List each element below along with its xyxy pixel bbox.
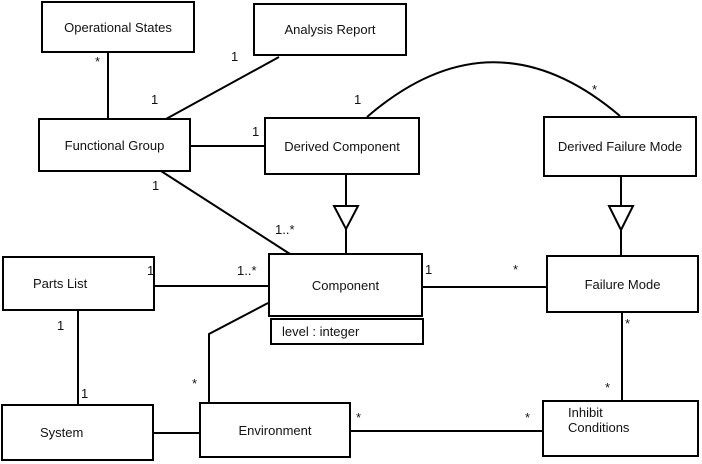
mult-system-pl-end: 1 — [81, 386, 89, 401]
assoc-derivedcomponent-derivedfailuremode-arc — [366, 61, 621, 118]
class-system: System — [1, 404, 154, 461]
class-component: Component — [268, 253, 423, 317]
class-inhibit-conditions-label-line1: Inhibit — [568, 405, 603, 420]
mult-operationalstates-end: * — [95, 54, 101, 69]
class-operational-states-label: Operational States — [64, 19, 172, 35]
class-system-label: System — [40, 425, 84, 440]
class-component-attributes-compartment: level : integer — [270, 318, 424, 345]
class-parts-list-label: Parts List — [33, 276, 88, 291]
mult-derivedcomponent-fg-end: 1 — [252, 124, 260, 139]
mult-partslist-sys-end: 1 — [57, 318, 65, 333]
mult-environment-ic-end: * — [356, 410, 362, 425]
class-functional-group: Functional Group — [38, 118, 191, 172]
mult-inhibitconditions-fm-end: * — [605, 380, 611, 395]
class-functional-group-label: Functional Group — [64, 137, 165, 153]
class-inhibit-conditions-label-line2: Conditions — [568, 420, 630, 435]
mult-functionalgroup-ar-end: 1 — [151, 92, 159, 107]
assoc-functionalgroup-component — [160, 170, 291, 255]
mult-analysisreport-end: 1 — [231, 49, 239, 64]
class-derived-failure-mode-label: Derived Failure Mode — [557, 139, 683, 154]
component-attribute-level: level : integer — [282, 324, 360, 339]
class-inhibit-conditions: Inhibit Conditions — [542, 400, 699, 457]
class-analysis-report: Analysis Report — [253, 3, 407, 56]
mult-failuremode-ic-end: * — [625, 316, 631, 331]
generalization-triangle-component — [332, 205, 360, 232]
mult-derivedfailuremode-arc-end: * — [592, 82, 598, 97]
class-component-label: Component — [311, 277, 380, 293]
class-failure-mode-label: Failure Mode — [584, 276, 661, 292]
mult-environment-comp-end: * — [192, 376, 198, 391]
mult-partslist-comp-end: 1 — [147, 263, 155, 278]
class-environment: Environment — [199, 402, 351, 458]
class-derived-component-label: Derived Component — [284, 138, 400, 154]
class-analysis-report-label: Analysis Report — [284, 22, 376, 37]
mult-failuremode-comp-end: * — [513, 262, 519, 277]
mult-component-fg-end: 1..* — [275, 222, 295, 237]
generalization-triangle-failuremode — [607, 205, 635, 233]
mult-functionalgroup-comp-end: 1 — [152, 178, 160, 193]
class-operational-states: Operational States — [41, 1, 195, 53]
class-derived-component: Derived Component — [264, 117, 420, 175]
class-parts-list: Parts List — [2, 256, 155, 311]
assoc-component-environment — [208, 302, 269, 402]
assoc-functionalgroup-analysisreport — [165, 56, 280, 120]
mult-inhibitconditions-env-end: * — [525, 410, 531, 425]
class-derived-failure-mode: Derived Failure Mode — [543, 116, 697, 177]
mult-derivedcomponent-arc-end: 1 — [354, 92, 362, 107]
mult-component-fm-end: 1 — [425, 262, 433, 277]
class-environment-label: Environment — [238, 422, 312, 438]
class-failure-mode: Failure Mode — [546, 255, 699, 313]
mult-component-pl-end: 1..* — [237, 263, 257, 278]
